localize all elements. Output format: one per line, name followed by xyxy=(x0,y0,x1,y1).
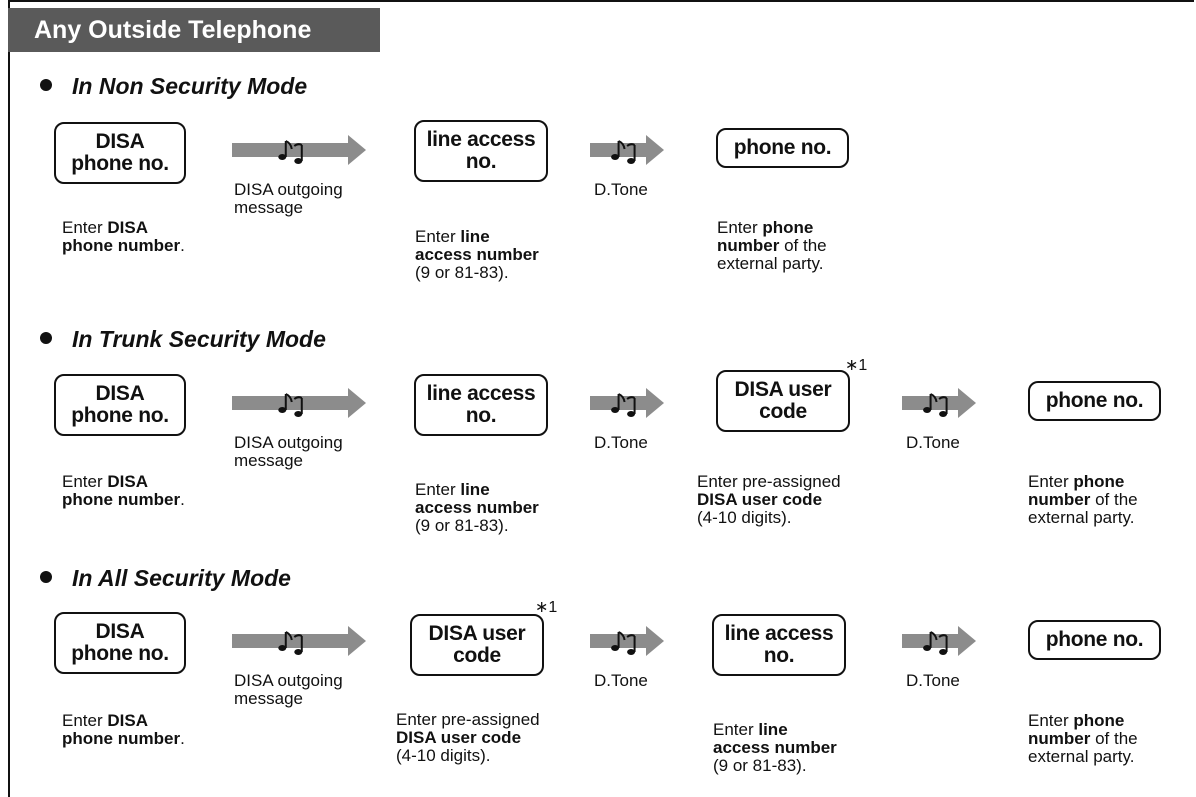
line-access-description: Enter line access number (9 or 81-83). xyxy=(415,227,539,282)
outgoing-message-caption: DISA outgoing message xyxy=(234,671,343,708)
phone-no-key: phone no. xyxy=(1028,620,1161,660)
tone-arrow-icon xyxy=(902,388,976,418)
user-code-description: Enter pre-assigned DISA user code (4-10 … xyxy=(697,472,841,527)
bullet-icon xyxy=(40,79,52,91)
dial-tone-caption: D.Tone xyxy=(906,433,960,452)
footnote-marker: ∗1 xyxy=(535,599,558,616)
line-access-description: Enter line access number (9 or 81-83). xyxy=(415,480,539,535)
section-header-non-security: In Non Security Mode xyxy=(40,72,307,100)
line-access-no-key: line access no. xyxy=(712,614,846,676)
disa-phone-no-key: DISA phone no. xyxy=(54,612,186,674)
footnote-marker: ∗1 xyxy=(845,357,868,374)
section-title: In All Security Mode xyxy=(72,565,291,591)
tone-arrow-icon xyxy=(232,135,366,165)
disa-number-description: Enter DISA phone number. xyxy=(62,711,185,748)
disa-user-code-key: DISA user code xyxy=(716,370,850,432)
outgoing-message-caption: DISA outgoing message xyxy=(234,433,343,470)
page-title: Any Outside Telephone xyxy=(8,8,380,52)
section-title: In Trunk Security Mode xyxy=(72,326,326,352)
phone-no-key: phone no. xyxy=(1028,381,1161,421)
phone-number-description: Enter phone number of the external party… xyxy=(1028,472,1138,527)
line-access-no-key: line access no. xyxy=(414,374,548,436)
tone-arrow-icon xyxy=(232,626,366,656)
dial-tone-caption: D.Tone xyxy=(594,433,648,452)
section-header-all-security: In All Security Mode xyxy=(40,564,291,592)
dial-tone-caption: D.Tone xyxy=(594,671,648,690)
tone-arrow-icon xyxy=(590,388,664,418)
section-header-trunk-security: In Trunk Security Mode xyxy=(40,325,326,353)
dial-tone-caption: D.Tone xyxy=(594,180,648,199)
tone-arrow-icon xyxy=(590,626,664,656)
tone-arrow-icon xyxy=(902,626,976,656)
bullet-icon xyxy=(40,332,52,344)
disa-user-code-key: DISA user code xyxy=(410,614,544,676)
page-frame xyxy=(8,0,1194,797)
line-access-description: Enter line access number (9 or 81-83). xyxy=(713,720,837,775)
phone-number-description: Enter phone number of the external party… xyxy=(717,218,827,273)
user-code-description: Enter pre-assigned DISA user code (4-10 … xyxy=(396,710,540,765)
disa-number-description: Enter DISA phone number. xyxy=(62,472,185,509)
line-access-no-key: line access no. xyxy=(414,120,548,182)
tone-arrow-icon xyxy=(590,135,664,165)
tone-arrow-icon xyxy=(232,388,366,418)
bullet-icon xyxy=(40,571,52,583)
phone-number-description: Enter phone number of the external party… xyxy=(1028,711,1138,766)
section-title: In Non Security Mode xyxy=(72,73,308,99)
phone-no-key: phone no. xyxy=(716,128,849,168)
dial-tone-caption: D.Tone xyxy=(906,671,960,690)
disa-phone-no-key: DISA phone no. xyxy=(54,122,186,184)
disa-phone-no-key: DISA phone no. xyxy=(54,374,186,436)
outgoing-message-caption: DISA outgoing message xyxy=(234,180,343,217)
disa-number-description: Enter DISA phone number. xyxy=(62,218,185,255)
